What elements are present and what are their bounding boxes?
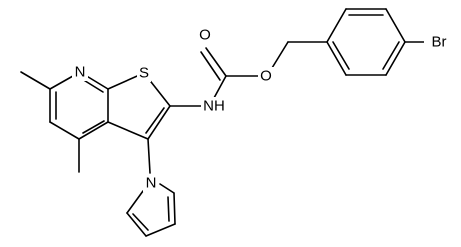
thiophene-ring <box>107 72 171 140</box>
label-bg-o-carbonyl <box>197 26 213 44</box>
bond-c4-c3a <box>78 121 109 140</box>
bond-c5-c4 <box>49 121 80 140</box>
label-bg-n-pyrrole <box>143 174 159 192</box>
bond-pc-pd-double <box>167 196 170 222</box>
bond-b6-b1 <box>326 41 347 76</box>
bond-c3-npyrrole <box>147 138 151 174</box>
methyl-bond-c6 <box>20 71 51 90</box>
atom-label-br: Br <box>432 34 447 51</box>
atom-label-s: S <box>139 65 149 82</box>
bond-n-pa <box>126 190 144 214</box>
bond-pc-pd <box>173 192 176 225</box>
atom-label-n-pyridine: N <box>75 64 86 81</box>
atom-label-nh: NH <box>203 98 225 115</box>
bond-pa-pb-double <box>132 213 149 231</box>
bond-o-ch2 <box>271 41 289 69</box>
bond-b3-b4 <box>385 8 406 43</box>
atom-label-n-pyrrole: N <box>146 175 157 192</box>
bond-pd-n <box>159 183 175 194</box>
bond-c2-c3-double <box>145 107 165 134</box>
label-bg-n-pyridine <box>72 63 88 81</box>
bond-c3-c3a <box>107 121 149 140</box>
pyrrole-ring <box>126 183 176 237</box>
bond-pa-pb <box>126 212 147 237</box>
bond-carbonyl-double-1 <box>205 47 227 77</box>
pyridine-ring <box>49 71 109 140</box>
bond-c7a-n-double <box>81 78 104 93</box>
label-bg-nh <box>201 97 227 115</box>
label-bg-br <box>424 33 454 51</box>
label-bg-s <box>137 64 151 82</box>
bond-carbonyl-double-2 <box>200 51 221 81</box>
bond-nh-carbonyl-c <box>213 75 227 99</box>
bond-c2-c3 <box>147 105 171 140</box>
bond-b4-b5-double <box>382 41 400 70</box>
benzene-ring <box>326 8 406 76</box>
atom-label-o-carbonyl: O <box>199 27 211 44</box>
label-bg-o-ester <box>258 67 274 85</box>
bond-b6-b1-double <box>332 41 350 70</box>
bond-c4-c3a-double <box>82 120 105 134</box>
atom-label-o-ester: O <box>260 68 272 85</box>
bond-b1-b2 <box>326 8 347 43</box>
bond-b4-b5 <box>385 41 406 76</box>
bond-pb-pc <box>145 223 176 237</box>
